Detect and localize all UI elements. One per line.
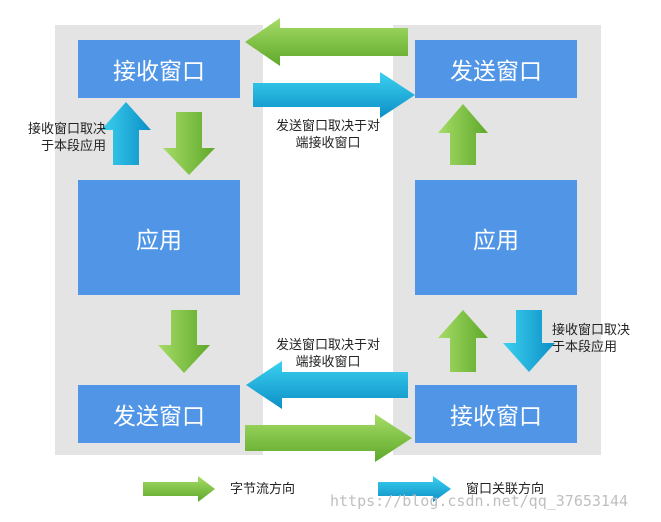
right-receive-window-box: 接收窗口 xyxy=(415,385,577,443)
left-up-blue-arrow xyxy=(101,102,151,165)
right-up-green-arrow xyxy=(438,104,488,165)
right-side-note-line-2: 于本段应用 xyxy=(552,340,618,355)
left-down-green-arrow xyxy=(163,112,215,175)
center-bottom-note: 发送窗口取决于对 端接收窗口 xyxy=(263,337,393,371)
top-right-pointing-blue-arrow xyxy=(253,72,415,118)
center-top-note-line-2: 端接收窗口 xyxy=(295,136,361,151)
legend-blue-arrow xyxy=(378,476,451,502)
bottom-right-pointing-green-arrow xyxy=(245,414,412,462)
center-bottom-note-line-1: 发送窗口取决于对 xyxy=(275,338,380,353)
legend-window-link-label: 窗口关联方向 xyxy=(466,482,545,497)
left-side-note-line-2: 于本段应用 xyxy=(40,139,106,154)
right-send-window-box: 发送窗口 xyxy=(415,40,577,98)
right-side-note-line-1: 接收窗口取决 xyxy=(552,323,631,338)
left-receive-window-box: 接收窗口 xyxy=(78,40,240,98)
legend-green-arrow xyxy=(143,476,215,502)
left-application-box: 应用 xyxy=(78,180,240,295)
right-up-green-arrow-lower xyxy=(438,310,488,372)
right-side-note: 接收窗口取决 于本段应用 xyxy=(552,322,652,356)
left-side-note-line-1: 接收窗口取决 xyxy=(27,122,106,137)
bottom-left-pointing-blue-arrow xyxy=(246,361,408,409)
center-top-note-line-1: 发送窗口取决于对 xyxy=(275,119,380,134)
top-left-pointing-green-arrow xyxy=(245,18,408,66)
left-down-green-arrow-lower xyxy=(158,310,210,373)
legend-byte-flow-label: 字节流方向 xyxy=(230,482,296,497)
right-down-blue-arrow xyxy=(503,310,555,372)
center-top-note: 发送窗口取决于对 端接收窗口 xyxy=(263,118,393,152)
center-bottom-note-line-2: 端接收窗口 xyxy=(295,355,361,370)
right-application-box: 应用 xyxy=(415,180,577,295)
watermark: https://blog.csdn.net/qq_37653144 xyxy=(330,492,629,510)
left-side-note: 接收窗口取决 于本段应用 xyxy=(14,121,106,155)
left-send-window-box: 发送窗口 xyxy=(78,385,240,443)
